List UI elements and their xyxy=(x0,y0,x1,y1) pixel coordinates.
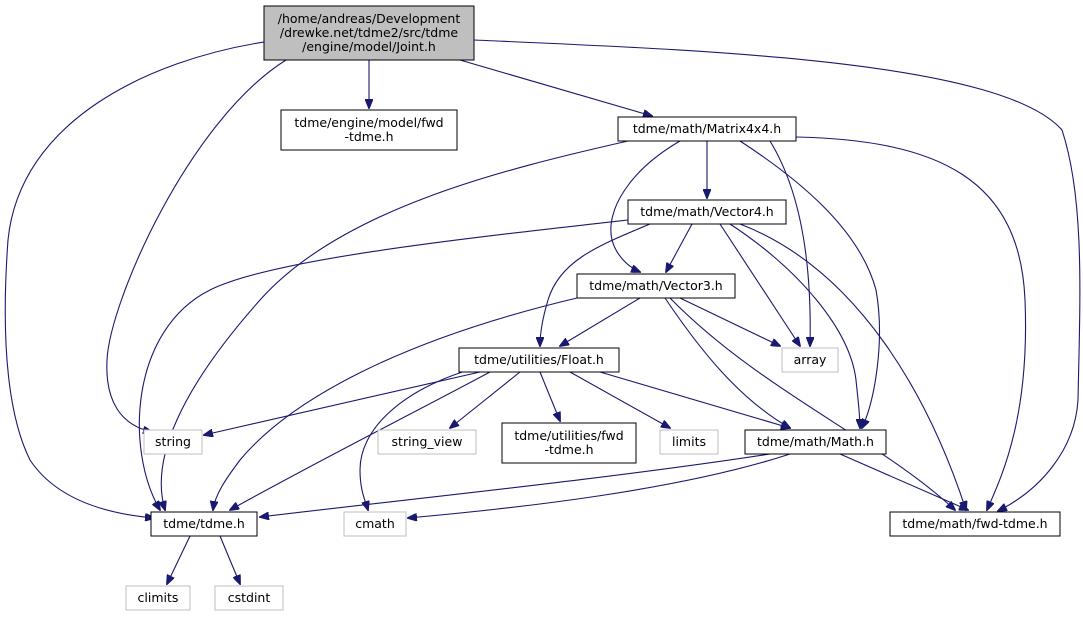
edge-float-to-mathh xyxy=(599,371,790,428)
edge-vector3-to-mathh xyxy=(664,297,790,428)
node-box-string xyxy=(143,429,203,455)
edge-vector4-to-math_fwd xyxy=(739,223,966,510)
node-label-joint-line-1: /drewke.net/tdme2/src/tdme xyxy=(280,25,458,40)
node-label-mathh-line-0: tdme/math/Math.h xyxy=(757,434,874,449)
node-box-limits xyxy=(659,429,719,455)
edge-float-to-tdmeh xyxy=(230,371,491,510)
edges xyxy=(4,39,1081,584)
node-label-engine_fwd-line-1: -tdme.h xyxy=(344,129,393,144)
node-string_view[interactable]: string_view xyxy=(377,429,477,455)
edge-float-to-limits xyxy=(569,371,670,428)
node-box-climits xyxy=(125,585,191,611)
edge-matrix-to-array xyxy=(769,140,810,346)
edge-joint-to-matrix xyxy=(459,59,652,116)
node-label-joint-line-0: /home/andreas/Development xyxy=(278,11,461,26)
edge-tdmeh-to-cstdint xyxy=(219,535,240,584)
edge-mathh-to-cmath xyxy=(408,453,791,518)
edge-tdmeh-to-climits xyxy=(167,535,191,584)
node-label-float-line-0: tdme/utilities/Float.h xyxy=(474,352,604,367)
node-cmath[interactable]: cmath xyxy=(343,511,407,537)
edge-joint-to-math_fwd xyxy=(473,39,1081,511)
node-mathh[interactable]: tdme/math/Math.h xyxy=(744,429,887,455)
node-label-string_view-line-0: string_view xyxy=(392,434,463,449)
node-box-math_fwd xyxy=(889,511,1061,537)
node-box-util_fwd xyxy=(501,422,637,464)
node-box-string_view xyxy=(377,429,477,455)
node-box-mathh xyxy=(744,429,887,455)
node-label-math_fwd-line-0: tdme/math/fwd-tdme.h xyxy=(902,516,1047,531)
node-label-vector3-line-0: tdme/math/Vector3.h xyxy=(589,278,722,293)
node-array[interactable]: array xyxy=(781,347,839,373)
node-label-tdmeh-line-0: tdme/tdme.h xyxy=(163,516,245,531)
edge-vector4-to-vector3 xyxy=(666,223,693,272)
edge-matrix-to-mathh xyxy=(739,140,880,428)
node-box-joint xyxy=(263,5,475,61)
node-box-cmath xyxy=(343,511,407,537)
node-matrix[interactable]: tdme/math/Matrix4x4.h xyxy=(617,116,797,142)
node-tdmeh[interactable]: tdme/tdme.h xyxy=(150,511,258,537)
edge-joint-to-tdmeh xyxy=(4,41,265,518)
node-box-float xyxy=(458,347,620,373)
node-string[interactable]: string xyxy=(143,429,203,455)
node-label-matrix-line-0: tdme/math/Matrix4x4.h xyxy=(633,121,781,136)
node-box-cstdint xyxy=(214,585,284,611)
edge-float-to-string xyxy=(204,371,481,435)
edge-vector3-to-math_fwd xyxy=(669,297,955,510)
node-box-vector4 xyxy=(627,199,787,225)
node-label-util_fwd-line-0: tdme/utilities/fwd xyxy=(514,428,623,443)
node-cstdint[interactable]: cstdint xyxy=(214,585,284,611)
node-box-tdmeh xyxy=(150,511,258,537)
node-vector4[interactable]: tdme/math/Vector4.h xyxy=(627,199,787,225)
node-label-array-line-0: array xyxy=(794,352,827,367)
node-label-util_fwd-line-1: -tdme.h xyxy=(544,442,593,457)
edge-vector3-to-array xyxy=(679,297,780,346)
edge-vector4-to-float xyxy=(540,223,651,346)
node-box-engine_fwd xyxy=(280,109,458,151)
edge-vector4-to-array xyxy=(719,223,800,346)
edge-matrix-to-math_fwd xyxy=(795,136,1027,510)
node-label-joint-line-2: /engine/model/Joint.h xyxy=(302,39,436,54)
node-limits[interactable]: limits xyxy=(659,429,719,455)
node-label-vector4-line-0: tdme/math/Vector4.h xyxy=(640,204,773,219)
edge-matrix-to-vector3 xyxy=(610,140,681,272)
edge-mathh-to-tdmeh xyxy=(260,453,771,517)
edge-float-to-util_fwd xyxy=(539,371,560,421)
edge-vector3-to-float xyxy=(560,297,641,346)
edge-vector4-to-tdmeh xyxy=(138,219,629,510)
edge-mathh-to-math_fwd xyxy=(839,453,968,510)
node-label-cmath-line-0: cmath xyxy=(355,516,395,531)
edge-float-to-string_view xyxy=(450,371,521,428)
node-box-vector3 xyxy=(576,273,736,299)
edge-joint-to-string xyxy=(106,59,287,432)
node-util_fwd[interactable]: tdme/utilities/fwd-tdme.h xyxy=(501,422,637,464)
node-engine_fwd[interactable]: tdme/engine/model/fwd-tdme.h xyxy=(280,109,458,151)
node-label-cstdint-line-0: cstdint xyxy=(228,590,271,605)
node-box-matrix xyxy=(617,116,797,142)
edge-vector4-to-mathh xyxy=(729,223,860,428)
node-float[interactable]: tdme/utilities/Float.h xyxy=(458,347,620,373)
node-vector3[interactable]: tdme/math/Vector3.h xyxy=(576,273,736,299)
node-label-string-line-0: string xyxy=(155,434,191,449)
node-label-limits-line-0: limits xyxy=(672,434,706,449)
node-label-climits-line-0: climits xyxy=(138,590,179,605)
node-label-engine_fwd-line-0: tdme/engine/model/fwd xyxy=(294,115,443,130)
node-climits[interactable]: climits xyxy=(125,585,191,611)
node-math_fwd[interactable]: tdme/math/fwd-tdme.h xyxy=(889,511,1061,537)
edge-float-to-cmath xyxy=(359,367,476,510)
node-joint[interactable]: /home/andreas/Development/drewke.net/tdm… xyxy=(263,5,475,61)
edge-vector3-to-tdmeh xyxy=(213,297,578,510)
node-box-array xyxy=(781,347,839,373)
nodes: /home/andreas/Development/drewke.net/tdm… xyxy=(125,5,1061,611)
